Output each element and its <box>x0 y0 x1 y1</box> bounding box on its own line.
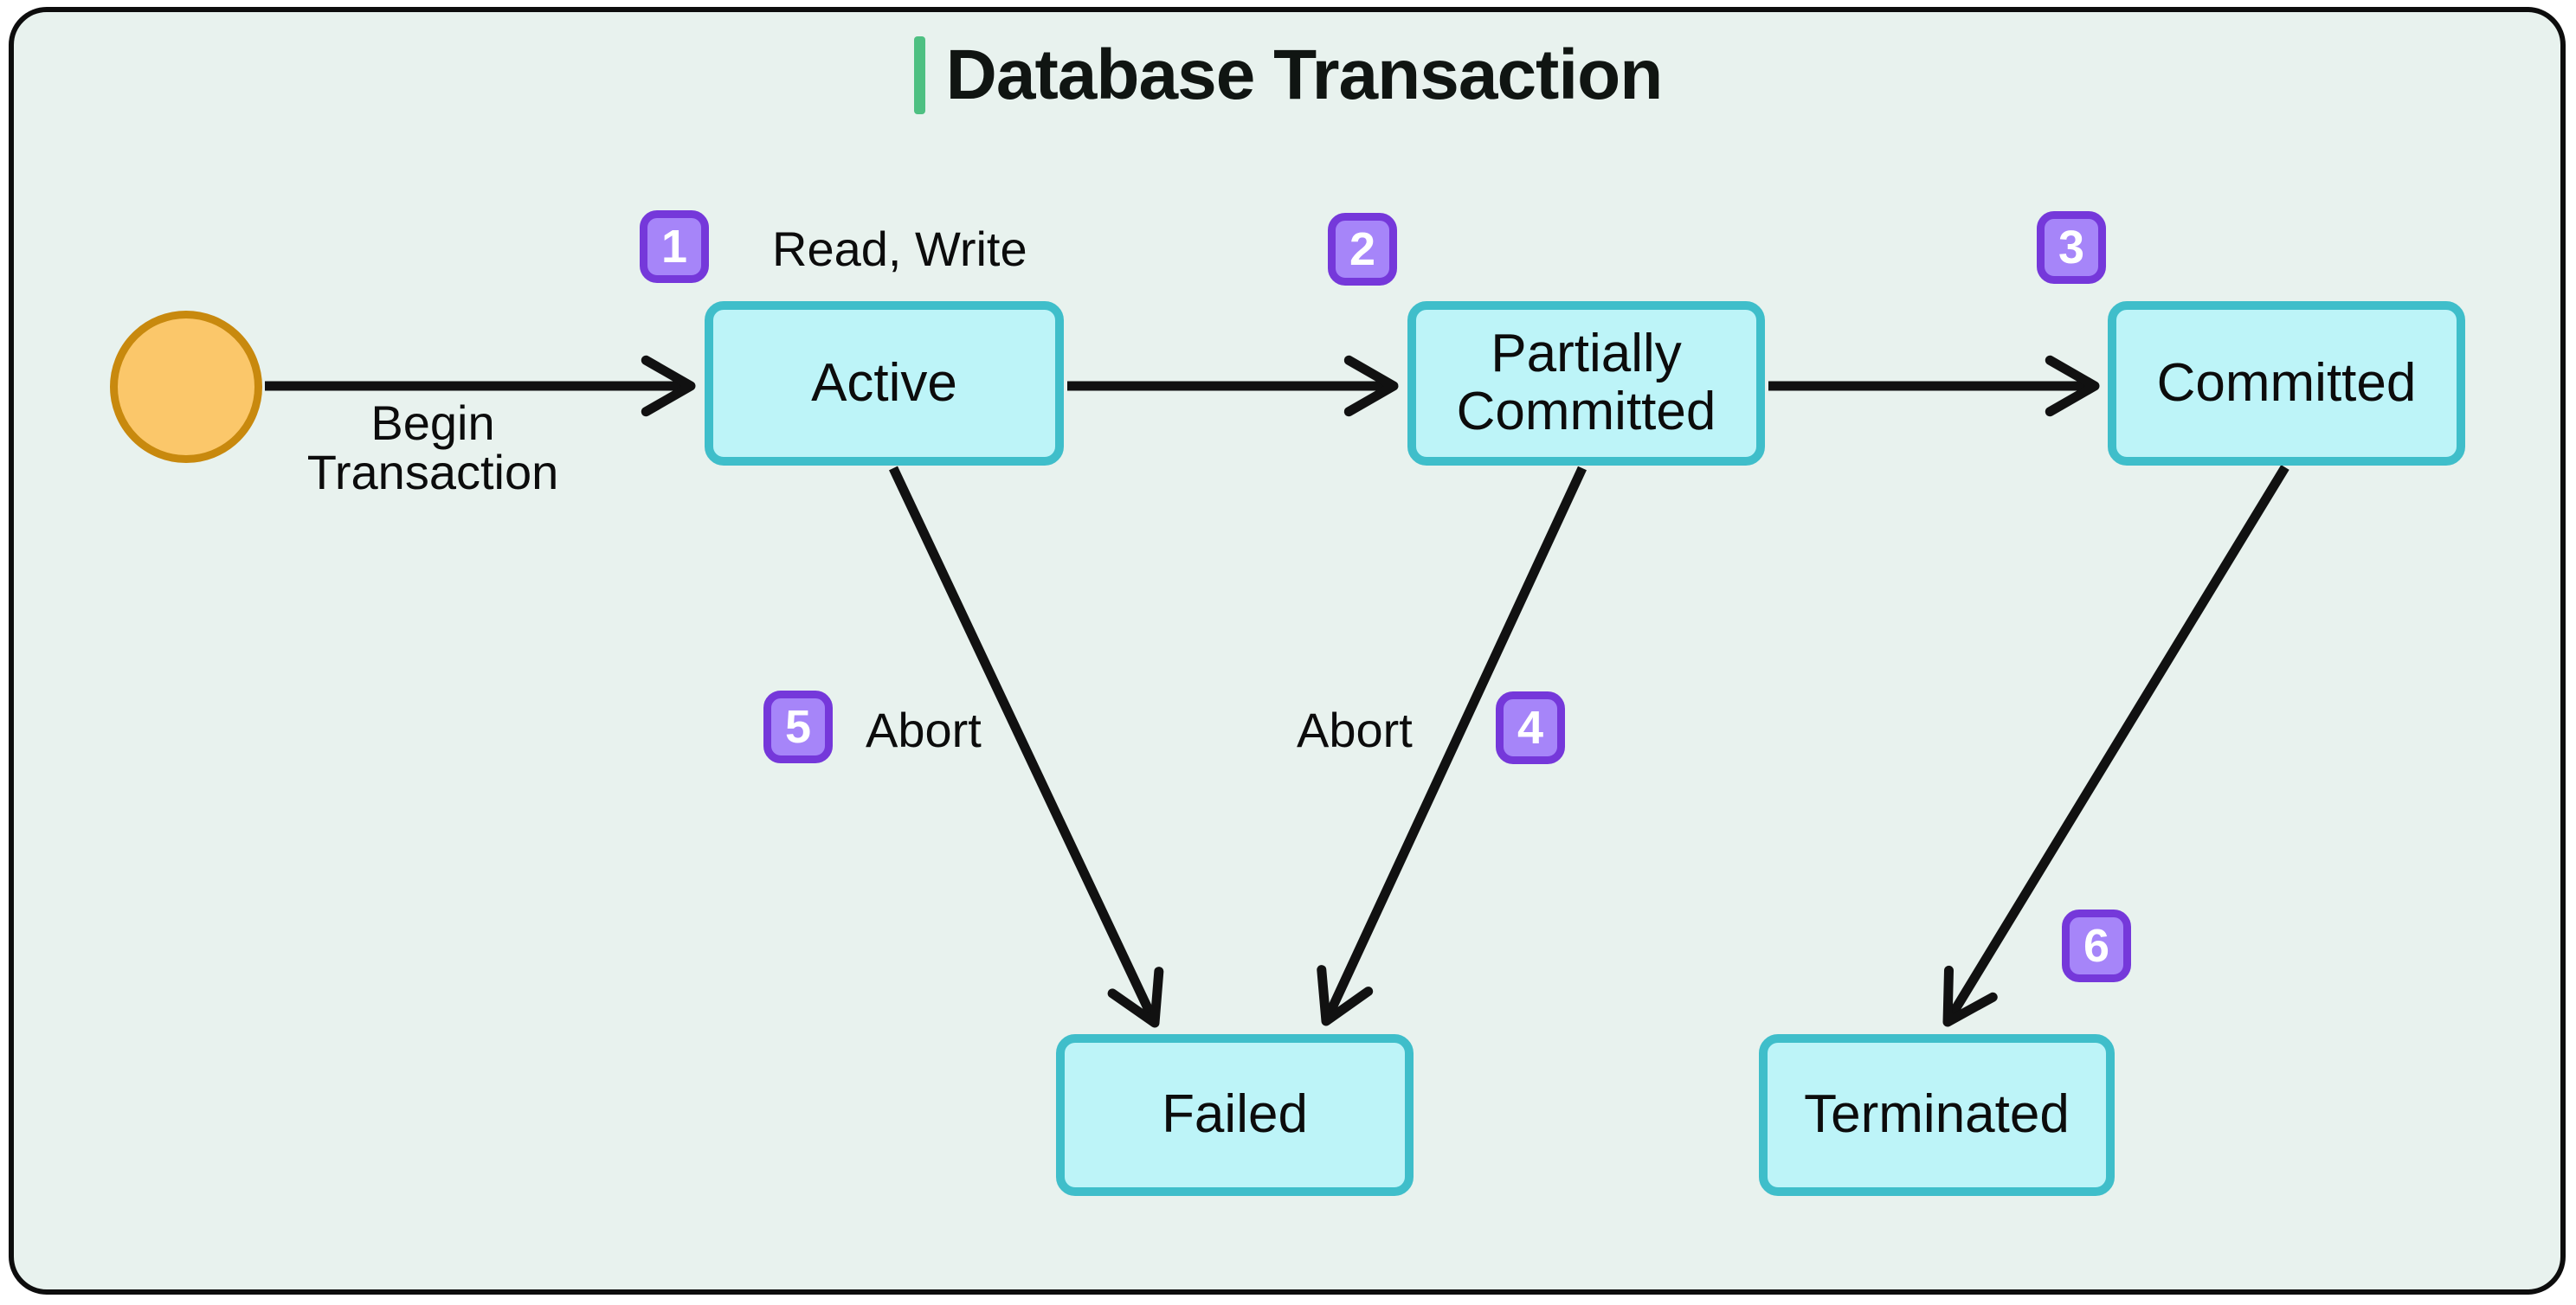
state-label-failed: Failed <box>1162 1084 1308 1145</box>
step-badge-6-number: 6 <box>2083 920 2110 972</box>
step-badge-3-number: 3 <box>2058 222 2085 273</box>
state-label-active: Active <box>811 352 957 413</box>
edge-active-to-failed <box>889 466 1164 1028</box>
start-state-node <box>110 311 262 463</box>
step-badge-6: 6 <box>2062 910 2131 982</box>
edge-label-abort-partially-committed: Abort <box>1297 703 1413 757</box>
edge-label-abort-active: Abort <box>866 703 982 757</box>
step-badge-1-number: 1 <box>660 221 688 273</box>
edge-partially-committed-to-failed <box>1317 466 1587 1026</box>
step-badge-2-number: 2 <box>1349 223 1376 275</box>
state-node-failed: Failed <box>1056 1034 1414 1196</box>
state-node-terminated: Terminated <box>1759 1034 2115 1196</box>
state-label-committed: Committed <box>2156 352 2417 413</box>
step-badge-1: 1 <box>640 210 709 283</box>
state-node-active: Active <box>705 301 1064 466</box>
state-label-partially-committed: Partially Committed <box>1456 324 1716 441</box>
step-badge-2: 2 <box>1328 213 1397 286</box>
edge-label-read-write: Read, Write <box>772 222 1027 276</box>
step-badge-4-number: 4 <box>1517 702 1544 754</box>
state-node-committed: Committed <box>2108 301 2465 466</box>
state-label-terminated: Terminated <box>1804 1084 2070 1145</box>
title-accent-bar <box>913 36 925 114</box>
step-badge-5-number: 5 <box>784 701 812 753</box>
step-badge-4: 4 <box>1496 691 1565 764</box>
diagram-title: Database Transaction <box>0 36 2576 114</box>
step-badge-5: 5 <box>763 691 833 763</box>
edge-label-begin-transaction: Begin Transaction <box>306 395 559 500</box>
title-text: Database Transaction <box>945 35 1664 114</box>
state-node-partially-committed: Partially Committed <box>1407 301 1765 466</box>
edge-committed-to-terminated <box>1942 465 2289 1027</box>
step-badge-3: 3 <box>2037 211 2106 284</box>
